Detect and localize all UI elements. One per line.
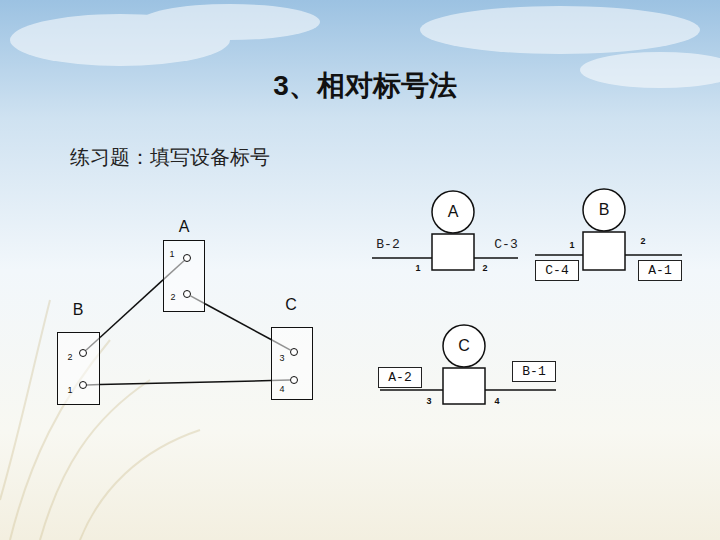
terminal-lead xyxy=(625,254,682,256)
circle-shape xyxy=(443,325,485,367)
pin-number: 3 xyxy=(426,397,431,406)
device-name: C xyxy=(285,297,297,313)
terminal-circle xyxy=(183,290,191,298)
device-name: C xyxy=(458,337,470,355)
wheat-stalk xyxy=(80,430,200,540)
pin-number: 1 xyxy=(415,264,420,273)
device-name: A xyxy=(179,219,190,235)
pin-number: 2 xyxy=(640,237,645,246)
terminal-mark: A-2 xyxy=(388,370,411,385)
terminal-number: 3 xyxy=(279,354,284,363)
wheat-stalks xyxy=(0,300,200,540)
terminal-lead xyxy=(535,254,583,256)
terminal-mark: A-1 xyxy=(648,263,671,278)
terminal-mark: C-4 xyxy=(545,263,568,278)
subtitle: 练习题：填写设备标号 xyxy=(70,147,270,167)
label-box: A-1 xyxy=(638,260,681,281)
device-circle: A xyxy=(431,190,475,234)
terminal-circle xyxy=(290,348,298,356)
label-box: A-2 xyxy=(378,367,421,388)
pin-number: 1 xyxy=(569,241,574,250)
pin-number: 2 xyxy=(482,264,487,273)
terminal-lead xyxy=(372,257,432,259)
slide-title: 3、相对标号法 xyxy=(273,72,457,100)
device-name: B xyxy=(599,201,610,219)
cloud xyxy=(580,52,720,88)
terminal-lead xyxy=(485,389,556,391)
terminal-mark: B-1 xyxy=(522,364,545,379)
terminal-number: 1 xyxy=(67,386,72,395)
device-name: A xyxy=(448,203,459,221)
label-box: C-4 xyxy=(535,260,578,281)
terminal-circle xyxy=(79,381,87,389)
device-body xyxy=(583,232,625,270)
terminal-circle xyxy=(290,376,298,384)
device-name: B xyxy=(73,302,84,318)
cloud xyxy=(420,6,700,54)
wire xyxy=(100,280,163,338)
terminal-mark: B-2 xyxy=(376,238,399,251)
terminal-circle xyxy=(183,254,191,262)
terminal-number: 2 xyxy=(170,293,175,302)
circle-shape xyxy=(432,191,474,233)
device-box: C34 xyxy=(271,327,313,400)
pin-number: 4 xyxy=(494,397,499,406)
terminal-lead xyxy=(474,257,518,259)
device-body xyxy=(432,234,474,270)
terminal-number: 2 xyxy=(67,353,72,362)
wheat-stalk xyxy=(0,300,50,500)
circle-shape xyxy=(583,189,625,231)
terminal-number: 1 xyxy=(169,250,174,259)
device-circle: C xyxy=(442,324,486,368)
terminal-circle xyxy=(79,349,87,357)
terminal-mark: C-3 xyxy=(494,238,517,251)
terminal-number: 4 xyxy=(279,385,284,394)
terminal-lead xyxy=(380,389,443,391)
cloud xyxy=(140,4,320,40)
device-body xyxy=(443,368,485,404)
device-box: A12 xyxy=(163,240,205,312)
device-circle: B xyxy=(582,188,626,232)
wire xyxy=(100,381,271,385)
wire xyxy=(205,304,271,340)
label-box: B-1 xyxy=(512,361,555,382)
device-box: B21 xyxy=(57,332,100,405)
